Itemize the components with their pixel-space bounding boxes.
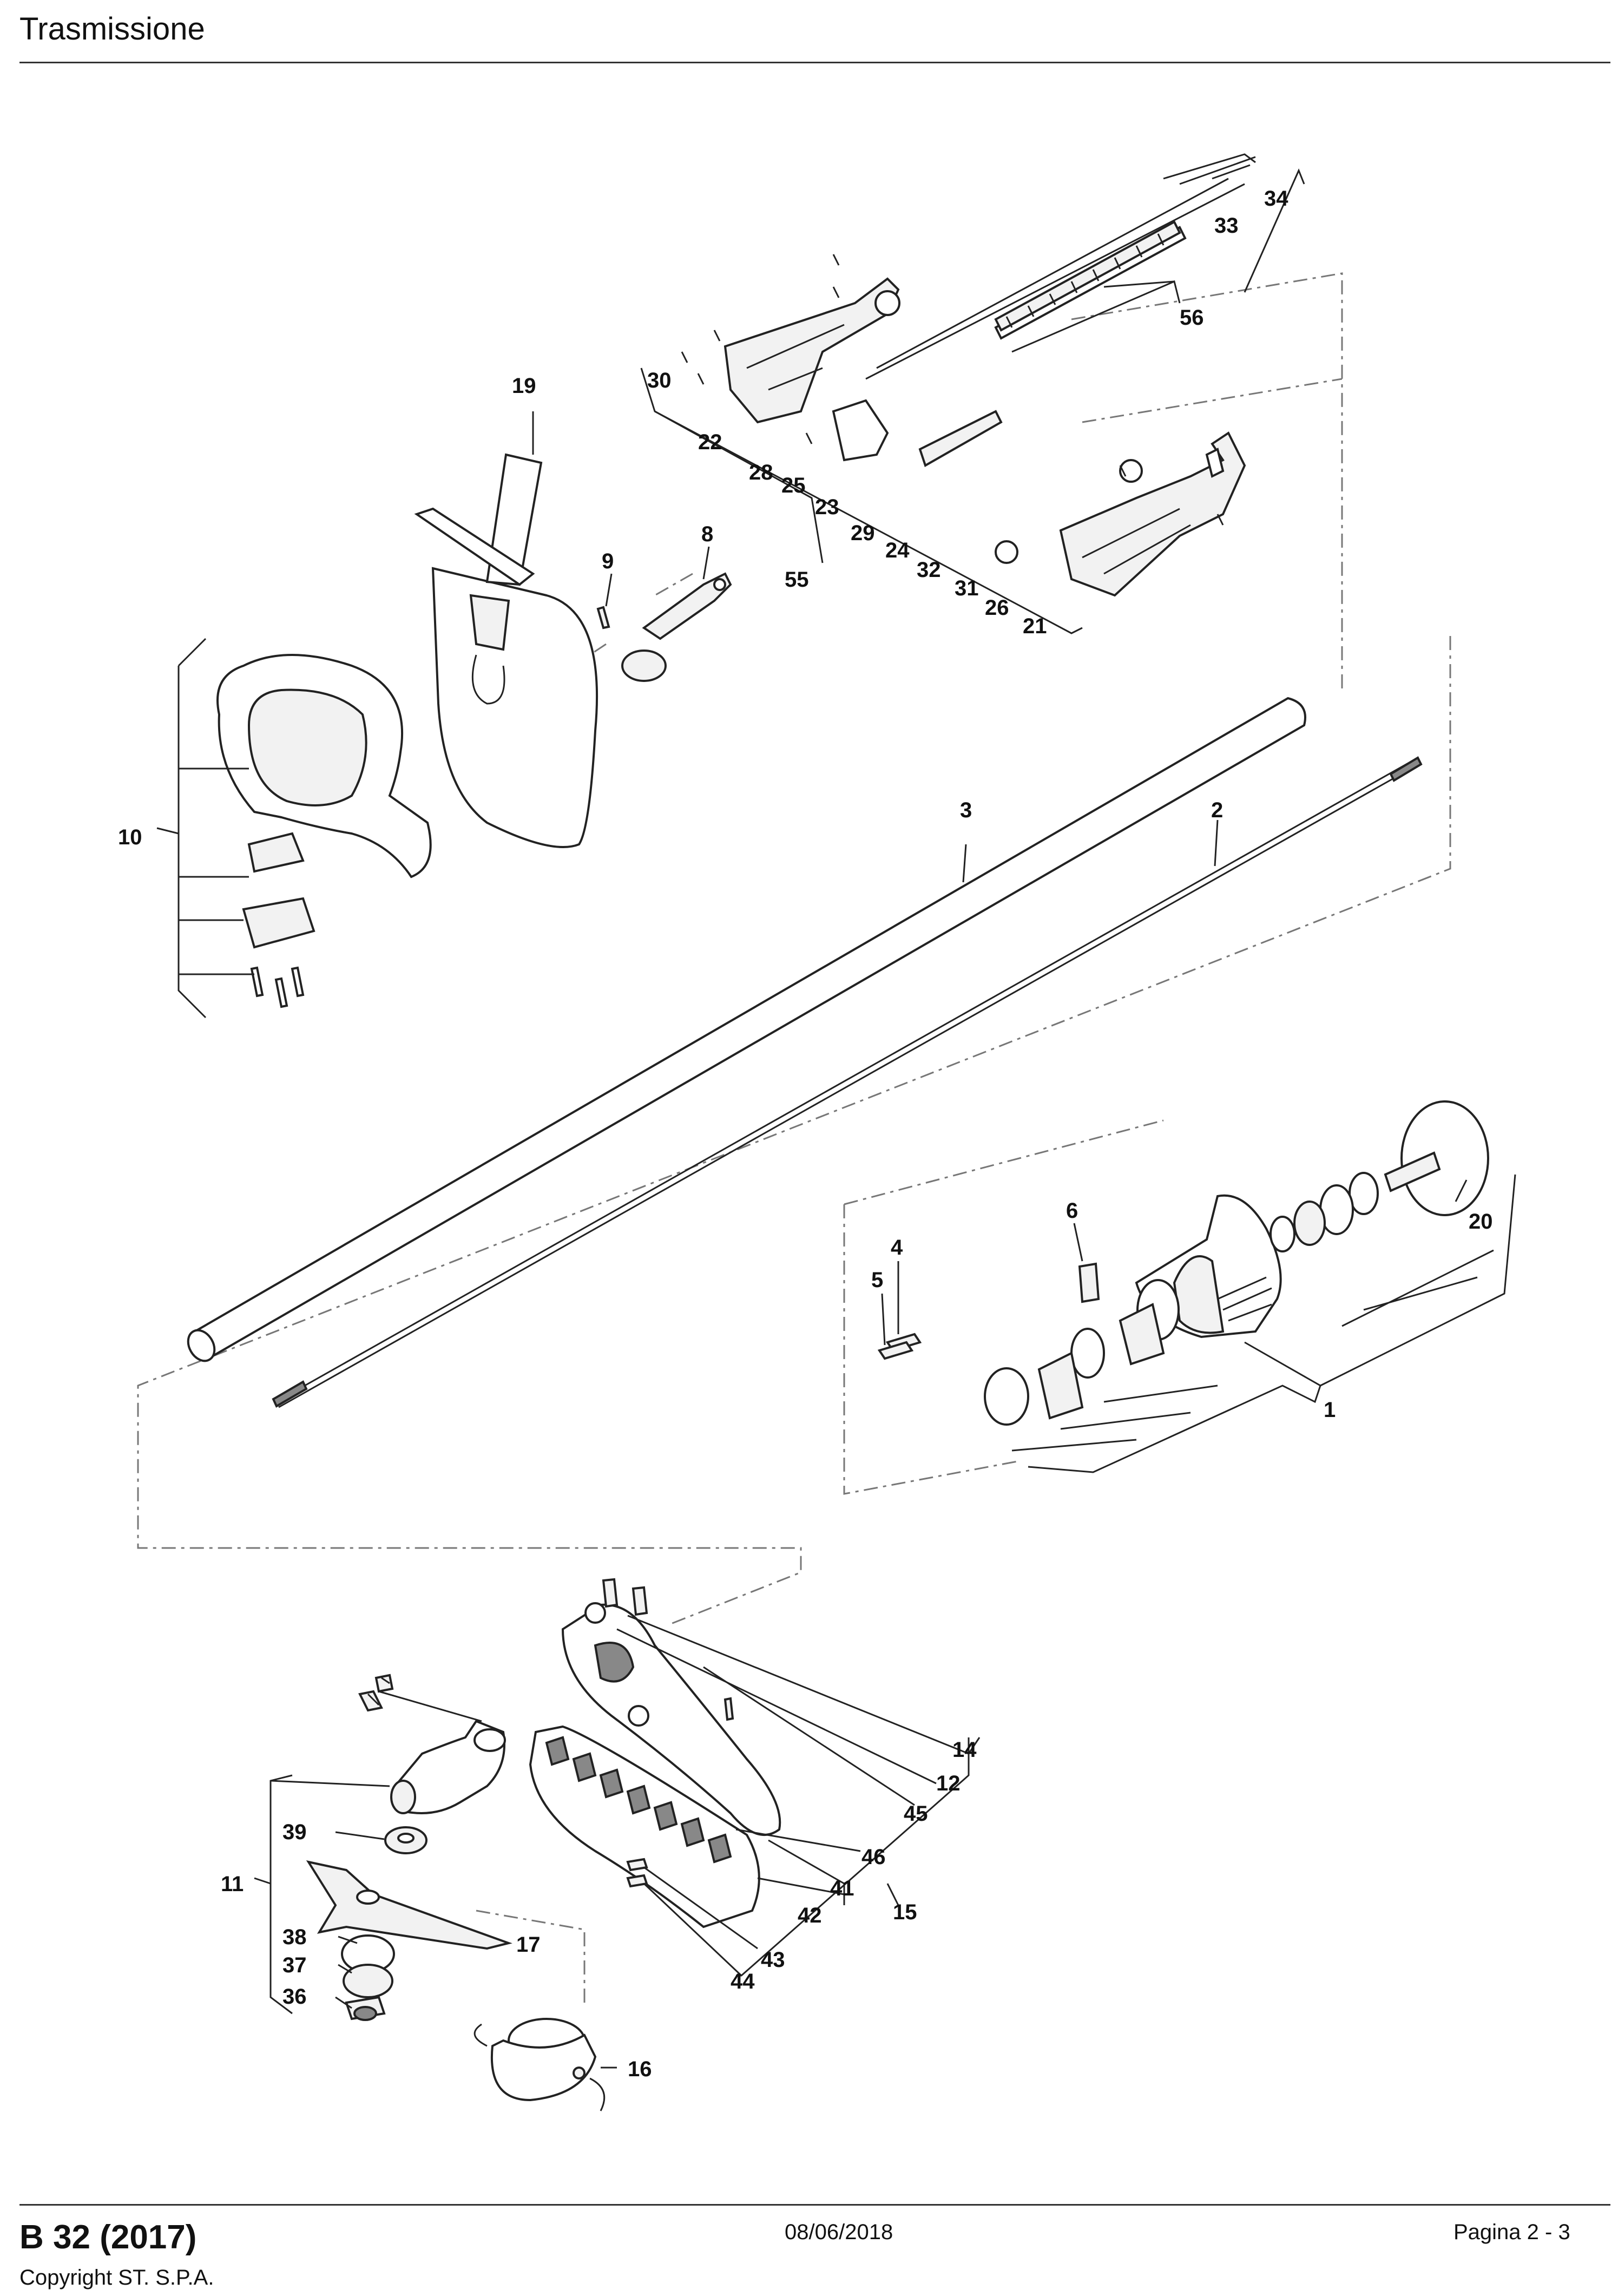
copyright: Copyright ST. S.P.A. (19, 2266, 214, 2290)
page-title: Trasmissione (19, 11, 205, 47)
callout-leaders-upper (532, 411, 1468, 1346)
drive-shaft-2 (272, 756, 1423, 1408)
callout-39: 39 (282, 1820, 307, 1844)
callout-31: 31 (955, 576, 979, 600)
callout-10: 10 (118, 825, 142, 849)
strap-clamp-8 (621, 572, 732, 682)
callout-leaders-lower (254, 1615, 981, 2069)
blade-17 (306, 1860, 512, 1950)
callout-16: 16 (628, 2057, 652, 2081)
callout-4: 4 (891, 1236, 903, 1259)
clutch-housing-1 (984, 1194, 1282, 1426)
callout-21: 21 (1023, 614, 1047, 638)
callout-9: 9 (602, 549, 614, 573)
callout-11: 11 (221, 1872, 244, 1896)
callout-29: 29 (851, 521, 875, 545)
callout-33: 33 (1214, 214, 1239, 238)
callout-44: 44 (731, 1970, 755, 1993)
handle-right-21 (995, 431, 1246, 597)
clutch-leaders (1011, 1174, 1516, 1473)
handle-left-22 (724, 277, 900, 424)
callout-3: 3 (960, 798, 972, 822)
callout-leaders-handle (640, 164, 1305, 634)
callout-42: 42 (798, 1904, 822, 1927)
callout-17: 17 (516, 1933, 541, 1957)
blade-link-dash (476, 1910, 586, 2003)
callout-1: 1 (1324, 1398, 1336, 1422)
callout-24: 24 (885, 539, 910, 562)
callout-38: 38 (282, 1925, 307, 1949)
cable-spring-56 (994, 220, 1181, 332)
throttle-cables (865, 153, 1256, 380)
callout-5: 5 (871, 1268, 883, 1292)
callout-55: 55 (785, 568, 809, 592)
guard-skirt-42 (529, 1725, 760, 1928)
assembly-outline-clutch (843, 1119, 1164, 1495)
bracket-10 (156, 638, 254, 1019)
drive-tube-3 (187, 697, 1306, 1362)
callout-28: 28 (749, 461, 773, 484)
callout-14: 14 (952, 1738, 977, 1762)
small-screws-handle (681, 254, 1224, 526)
callout-30: 30 (647, 369, 672, 392)
assembly-outline-shaft (137, 636, 1451, 1625)
screws-4-5-6 (877, 1262, 1100, 1360)
callout-23: 23 (815, 495, 839, 519)
callout-43: 43 (761, 1948, 785, 1972)
loop-handle-10 (216, 654, 432, 1008)
callout-32: 32 (917, 558, 941, 582)
callout-20: 20 (1469, 1210, 1493, 1234)
callout-12: 12 (936, 1772, 961, 1795)
callout-45: 45 (904, 1802, 928, 1826)
callout-8: 8 (701, 522, 713, 546)
callout-15: 15 (893, 1900, 917, 1924)
callout-34: 34 (1264, 187, 1288, 211)
callout-46: 46 (861, 1845, 886, 1869)
callout-37: 37 (282, 1953, 307, 1977)
trimmer-head-16 (473, 2018, 606, 2111)
callout-19: 19 (512, 374, 536, 398)
callout-2: 2 (1211, 798, 1223, 822)
header-divider (19, 62, 1610, 63)
callout-41: 41 (830, 1877, 854, 1900)
harness-guard-19 (414, 453, 598, 848)
model-name: B 32 (2017) (19, 2219, 197, 2256)
callout-26: 26 (985, 596, 1009, 620)
assembly-outline-handle (1071, 272, 1343, 693)
callout-56: 56 (1180, 306, 1204, 330)
flange-36-37-38 (341, 1934, 395, 2021)
screw-9 (596, 606, 610, 629)
callout-25: 25 (781, 474, 806, 497)
clutch-drum-20 (1270, 1100, 1489, 1252)
footer-divider (19, 2204, 1610, 2206)
trigger-23-25 (832, 399, 1003, 467)
callout-6: 6 (1066, 1199, 1078, 1223)
print-date: 08/06/2018 (785, 2220, 893, 2244)
gearhead-11 (384, 1720, 506, 1854)
screws-lower (358, 1578, 734, 1888)
callout-22: 22 (698, 430, 722, 454)
callout-36: 36 (282, 1985, 307, 2009)
page-number: Pagina 2 - 3 (1453, 2220, 1570, 2244)
